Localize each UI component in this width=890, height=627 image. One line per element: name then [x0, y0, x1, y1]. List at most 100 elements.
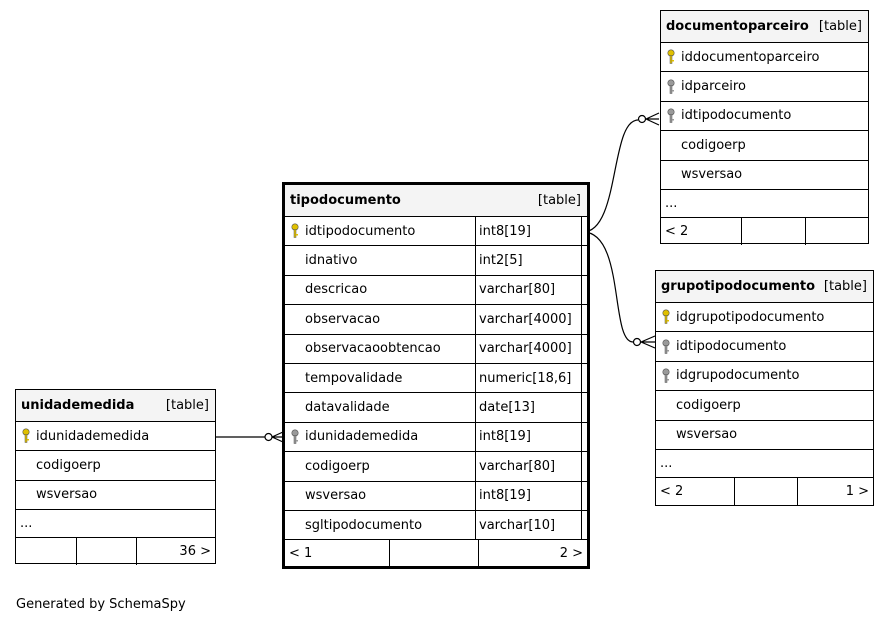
column-row[interactable]: datavalidade date[13] — [285, 393, 587, 423]
table-footer: < 2 — [661, 217, 868, 245]
foreign-key-icon — [661, 102, 681, 130]
column-type: varchar[4000] — [475, 334, 581, 363]
table-footer: < 2 1 > — [656, 477, 873, 505]
footer-left[interactable]: < 1 — [289, 546, 313, 562]
table-name[interactable]: documentoparceiro — [666, 19, 809, 34]
column-row[interactable]: idgrupotipodocumento — [656, 303, 873, 333]
footer-left[interactable]: < 2 — [660, 483, 684, 499]
table-documentoparceiro[interactable]: documentoparceiro [table] iddocumentopar… — [660, 10, 869, 245]
relation-tipodocumento-documentoparceiro — [582, 119, 639, 233]
column-name: idnativo — [305, 253, 358, 269]
column-row[interactable]: iddocumentoparceiro — [661, 43, 868, 73]
key-cell — [285, 276, 305, 304]
column-spacer — [581, 275, 587, 305]
key-cell — [285, 511, 305, 539]
column-name: iddocumentoparceiro — [681, 49, 820, 65]
table-footer: 36 > — [16, 538, 215, 566]
column-spacer — [581, 422, 587, 452]
key-cell — [285, 393, 305, 421]
foreign-key-icon — [661, 72, 681, 100]
footer-right[interactable]: 1 > — [797, 477, 873, 505]
column-type: int2[5] — [475, 246, 581, 275]
column-spacer — [581, 510, 587, 540]
table-grupotipodocumento[interactable]: grupotipodocumento [table] idgrupotipodo… — [655, 270, 874, 506]
column-row[interactable]: idtipodocumento — [656, 332, 873, 362]
table-unidademedida[interactable]: unidademedida [table] idunidademedida cod… — [15, 389, 216, 566]
column-row[interactable]: idunidademedida — [16, 422, 215, 452]
column-name: idgrupotipodocumento — [676, 309, 825, 325]
column-row[interactable]: wsversao — [656, 421, 873, 450]
column-type: int8[19] — [475, 422, 581, 452]
column-name: codigoerp — [676, 397, 741, 413]
generated-by-label: Generated by SchemaSpy — [16, 597, 186, 612]
column-type: int8[19] — [475, 481, 581, 510]
column-spacer — [581, 452, 587, 481]
column-row[interactable]: idtipodocumento — [661, 102, 868, 132]
column-name: codigoerp — [305, 458, 370, 474]
table-kind: [table] — [165, 398, 209, 413]
relation-optional-marker — [632, 337, 642, 347]
relation-optional-marker — [264, 432, 273, 442]
column-type: numeric[18,6] — [475, 363, 581, 393]
column-row[interactable]: codigoerp — [16, 451, 215, 481]
table-name[interactable]: tipodocumento — [290, 193, 401, 208]
column-list: idgrupotipodocumento idtipodocumento idgru… — [656, 303, 873, 450]
column-name: codigoerp — [681, 137, 746, 153]
footer-right[interactable]: 36 > — [136, 538, 215, 566]
more-columns-ellipsis: ... — [16, 510, 215, 539]
column-row[interactable]: sgltipodocumento varchar[10] — [285, 510, 587, 541]
column-name: idgrupodocumento — [676, 368, 800, 384]
key-cell — [285, 335, 305, 363]
column-name: datavalidade — [305, 400, 390, 416]
key-cell — [285, 364, 305, 392]
column-row[interactable]: wsversao — [16, 481, 215, 511]
footer-middle — [389, 540, 478, 568]
column-row[interactable]: codigoerp varchar[80] — [285, 452, 587, 482]
column-spacer — [581, 305, 587, 334]
footer-left[interactable]: < 2 — [665, 223, 689, 239]
table-name[interactable]: unidademedida — [21, 398, 135, 413]
foreign-key-icon — [656, 362, 676, 390]
table-footer: < 1 2 > — [285, 540, 587, 568]
column-type: date[13] — [475, 393, 581, 422]
table-kind: [table] — [823, 279, 867, 294]
primary-key-icon — [16, 422, 36, 450]
column-row[interactable]: idparceiro — [661, 72, 868, 102]
primary-key-icon — [656, 303, 676, 331]
key-cell — [656, 391, 676, 419]
column-type: varchar[80] — [475, 275, 581, 305]
key-cell — [661, 131, 681, 159]
footer-left — [16, 538, 76, 565]
column-name: idtipodocumento — [305, 223, 416, 239]
column-spacer — [581, 363, 587, 393]
more-columns-ellipsis: ... — [661, 190, 868, 218]
column-list: idunidademedida codigoerp wsversao — [16, 422, 215, 511]
column-type: varchar[80] — [475, 452, 581, 481]
column-row[interactable]: idgrupodocumento — [656, 362, 873, 392]
column-name: idunidademedida — [36, 428, 150, 444]
column-row[interactable]: codigoerp — [661, 131, 868, 161]
column-row[interactable]: idnativo int2[5] — [285, 246, 587, 276]
foreign-key-icon — [656, 332, 676, 360]
table-kind: [table] — [818, 19, 862, 34]
column-row[interactable]: wsversao — [661, 161, 868, 190]
column-type: varchar[10] — [475, 510, 581, 540]
column-name: sgltipodocumento — [305, 517, 423, 533]
column-row[interactable]: codigoerp — [656, 391, 873, 421]
column-name: wsversao — [36, 487, 98, 503]
key-cell — [661, 161, 681, 189]
table-name[interactable]: grupotipodocumento — [661, 279, 816, 294]
footer-right[interactable]: 2 > — [478, 540, 587, 568]
column-spacer — [581, 334, 587, 363]
relation-tipodocumento-grupotipodocumento — [582, 231, 634, 343]
table-header: unidademedida [table] — [16, 390, 215, 422]
